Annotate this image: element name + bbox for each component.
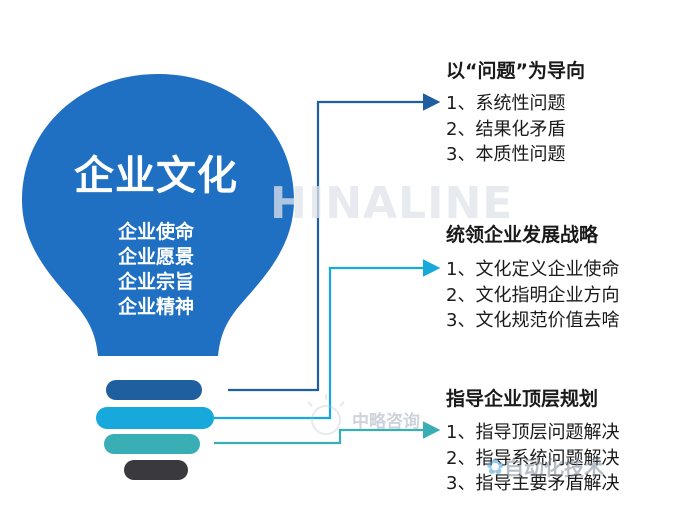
section-item: 3、指导主要矛盾解决: [446, 473, 620, 494]
bulb-title: 企业文化: [74, 153, 238, 199]
connector-line-2: [214, 259, 441, 420]
section-list-2: 1、文化定义企业使命 2、文化指明企业方向 3、文化规范价值去啥: [446, 257, 619, 334]
watermark-corner-icon: ✿: [486, 455, 505, 480]
section-heading-2: 统领企业发展战略: [446, 224, 599, 246]
bulb-item: 企业宗旨: [117, 271, 194, 293]
section-item: 1、文化定义企业使命: [446, 259, 620, 280]
bulb-base-bar-1: [106, 380, 202, 400]
bulb-item: 企业愿景: [117, 246, 194, 268]
section-item: 2、文化指明企业方向: [446, 284, 620, 306]
section-heading-3: 指导企业顶层规划: [446, 388, 599, 410]
watermark-text: HINALINE: [270, 178, 514, 229]
connector-line-3: [214, 421, 441, 445]
bulb-item: 企业精神: [117, 296, 194, 318]
watermark-logo-icon: [307, 394, 345, 435]
section-item: 1、指导顶层问题解决: [446, 422, 620, 443]
watermark-logo-text: 中略咨询: [352, 412, 420, 432]
bulb-base-bar-3: [104, 434, 200, 454]
section-heading-1: 以“问题”为导向: [446, 60, 585, 82]
connector-line-1: [228, 93, 441, 392]
section-item: 2、指导系统问题解决: [446, 447, 620, 469]
bulb-base-bar-4: [124, 460, 188, 480]
bulb-item: 企业使命: [117, 221, 194, 243]
section-list-1: 1、系统性问题 2、结果化矛盾 3、本质性问题: [446, 91, 565, 168]
section-item: 3、本质性问题: [446, 144, 566, 165]
bulb-item-list: 企业使命 企业愿景 企业宗旨 企业精神: [96, 220, 216, 320]
section-item: 1、系统性问题: [446, 93, 566, 114]
section-item: 2、结果化矛盾: [446, 118, 566, 140]
section-list-3: 1、指导顶层问题解决 2、指导系统问题解决 3、指导主要矛盾解决: [446, 420, 619, 497]
bulb-base-bar-2: [96, 407, 214, 429]
section-item: 3、文化规范价值去啥: [446, 310, 620, 331]
bulb-glass: [22, 74, 294, 356]
watermark-corner-text: 自动化技术: [504, 456, 604, 480]
